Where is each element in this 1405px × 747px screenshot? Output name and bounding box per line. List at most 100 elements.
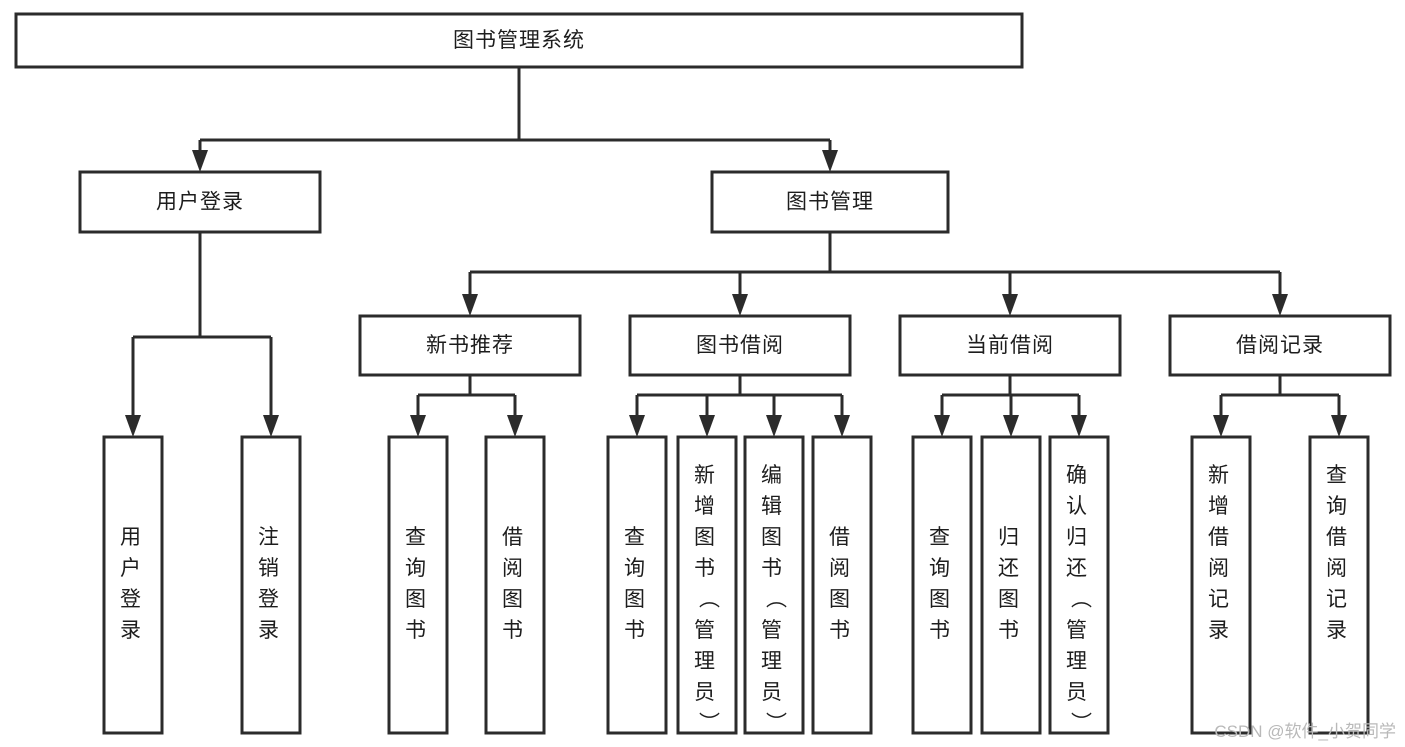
arrowhead-icon <box>1002 294 1018 316</box>
arrowhead-icon <box>1272 294 1288 316</box>
arrowhead-icon <box>1331 415 1347 437</box>
node-label-char: 查 <box>929 526 955 549</box>
node-label-char: 查 <box>1326 464 1352 487</box>
node-box-leaf-borrow-book <box>811 435 873 735</box>
node-label-char: 新 <box>1208 464 1234 487</box>
node-box-leaf-query-book-rec <box>387 435 449 735</box>
node-label-char: 员 <box>694 681 720 704</box>
node-label-user-login: 用户登录 <box>156 191 244 214</box>
node-label-char: 辑 <box>761 495 787 518</box>
node-label-char: 图 <box>761 526 787 549</box>
node-label-char: 阅 <box>829 557 855 580</box>
node-label-char: 登 <box>120 588 146 611</box>
node-borrow-record[interactable]: 借阅记录 <box>1168 314 1392 377</box>
connector-layer <box>125 67 1347 437</box>
node-leaf-user-login[interactable]: 用户登录 <box>102 435 164 735</box>
node-book-borrow[interactable]: 图书借阅 <box>628 314 852 377</box>
arrowhead-icon <box>1213 415 1229 437</box>
node-label-char: 借 <box>1208 526 1234 549</box>
arrowhead-icon <box>125 415 141 437</box>
node-book-manage[interactable]: 图书管理 <box>710 170 950 234</box>
arrowhead-icon <box>263 415 279 437</box>
node-label-char: 归 <box>998 526 1024 549</box>
node-box-user-login <box>78 170 322 234</box>
node-label-char: 录 <box>1208 619 1234 642</box>
node-label-char: 注 <box>258 526 284 549</box>
node-label-char: 新 <box>694 464 720 487</box>
node-label-book-borrow: 图书借阅 <box>696 334 784 357</box>
node-label-char: 归 <box>1066 526 1092 549</box>
node-label-char: 借 <box>502 526 528 549</box>
node-box-new-book-rec <box>358 314 582 377</box>
node-label-char: 还 <box>1066 557 1092 580</box>
node-box-borrow-record <box>1168 314 1392 377</box>
node-label-current-borrow: 当前借阅 <box>966 334 1054 357</box>
node-box-leaf-return-book <box>980 435 1042 735</box>
node-box-leaf-add-book <box>676 435 738 735</box>
node-root[interactable]: 图书管理系统 <box>14 12 1024 69</box>
node-label-char: 阅 <box>1208 557 1234 580</box>
node-box-leaf-add-record <box>1190 435 1252 735</box>
node-label-char: 理 <box>694 650 720 673</box>
arrowhead-icon <box>1071 415 1087 437</box>
node-label-char: 借 <box>1326 526 1352 549</box>
arrowhead-icon <box>699 415 715 437</box>
node-label-char: （ <box>696 588 719 614</box>
node-label-char: ） <box>696 712 719 738</box>
node-label-char: 询 <box>624 557 650 580</box>
node-box-root <box>14 12 1024 69</box>
node-label-char: 增 <box>1208 495 1234 518</box>
node-label-book-manage: 图书管理 <box>786 191 874 214</box>
node-layer: 图书管理系统用户登录图书管理新书推荐图书借阅当前借阅借阅记录用户登录注销登录查询… <box>14 12 1392 738</box>
node-label-char: 图 <box>929 588 955 611</box>
node-label-char: 录 <box>120 619 146 642</box>
node-label-char: 管 <box>761 619 787 642</box>
arrowhead-icon <box>462 294 478 316</box>
arrowhead-icon <box>766 415 782 437</box>
node-box-leaf-query-record <box>1308 435 1370 735</box>
node-label-char: 图 <box>405 588 431 611</box>
arrowhead-icon <box>507 415 523 437</box>
node-box-leaf-logout <box>240 435 302 735</box>
node-label-char: 书 <box>624 619 650 642</box>
node-label-root: 图书管理系统 <box>453 29 585 52</box>
node-label-char: 确 <box>1066 464 1092 487</box>
node-label-char: 阅 <box>502 557 528 580</box>
node-current-borrow[interactable]: 当前借阅 <box>898 314 1122 377</box>
arrowhead-icon <box>629 415 645 437</box>
node-user-login[interactable]: 用户登录 <box>78 170 322 234</box>
node-label-char: 编 <box>761 464 787 487</box>
arrowhead-icon <box>1003 415 1019 437</box>
node-box-book-borrow <box>628 314 852 377</box>
node-new-book-rec[interactable]: 新书推荐 <box>358 314 582 377</box>
node-label-borrow-record: 借阅记录 <box>1236 334 1324 357</box>
node-label-char: ） <box>763 712 786 738</box>
node-label-char: 询 <box>929 557 955 580</box>
node-label-char: 增 <box>694 495 720 518</box>
node-label-new-book-rec: 新书推荐 <box>426 334 514 357</box>
node-label-char: 书 <box>761 557 787 580</box>
arrowhead-icon <box>410 415 426 437</box>
node-label-char: 询 <box>405 557 431 580</box>
node-label-char: 理 <box>1066 650 1092 673</box>
node-box-leaf-query-book-borrow <box>606 435 668 735</box>
arrowhead-icon <box>934 415 950 437</box>
node-label-char: 销 <box>258 557 284 580</box>
node-label-char: 还 <box>998 557 1024 580</box>
node-label-char: 借 <box>829 526 855 549</box>
arrowhead-icon <box>192 150 208 172</box>
node-label-char: 用 <box>120 526 146 549</box>
